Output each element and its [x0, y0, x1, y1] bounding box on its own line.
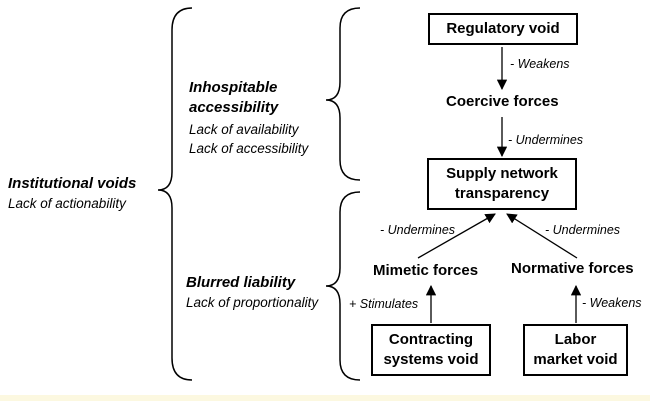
inhospitable-heading-line1: Inhospitable [189, 79, 278, 96]
inhospitable-heading-line2: accessibility [189, 99, 279, 116]
regulatory-void-box: Regulatory void [428, 13, 578, 45]
edge-weakens-text: Weakens [589, 296, 642, 310]
arrow-mimetic-to-transparency [417, 213, 496, 259]
supply-transparency-line2: transparency [454, 185, 550, 202]
institutional-voids-heading: Institutional voids [8, 175, 137, 192]
contracting-systems-void-box: Contracting systems void [371, 324, 491, 376]
edge-label-weakens: - Weakens [510, 55, 570, 73]
supply-transparency-box: Supply network transparency [427, 158, 577, 210]
edge-undermines-text: Undermines [552, 223, 621, 237]
coercive-forces-node: Coercive forces [446, 93, 559, 110]
minus-sign: - [545, 223, 550, 237]
mimetic-forces-node: Mimetic forces [373, 262, 479, 279]
edge-label-undermines-mimetic: - Undermines [380, 221, 455, 239]
normative-forces-node: Normative forces [511, 260, 634, 277]
regulatory-void-label: Regulatory void [446, 20, 560, 37]
supply-transparency-line1: Supply network [446, 165, 558, 182]
edge-label-stimulates: + Stimulates [349, 295, 418, 313]
edge-undermines-text: Undermines [387, 223, 456, 237]
blurred-liability-item: Lack of proportionality [186, 295, 319, 310]
plus-sign: + [349, 297, 357, 311]
minus-sign: - [582, 296, 587, 310]
edge-weakens-text: Weakens [517, 57, 570, 71]
edge-stimulates-text: Stimulates [359, 297, 419, 311]
labor-line1: Labor [554, 331, 597, 348]
minus-sign: - [508, 133, 513, 147]
institutional-voids-subtext: Lack of actionability [8, 196, 126, 211]
brace-inhospitable-accessibility [325, 7, 361, 181]
contracting-line2: systems void [383, 351, 479, 368]
edge-label-weakens-labor: - Weakens [582, 294, 642, 312]
contracting-line1: Contracting [388, 331, 474, 348]
inhospitable-item: Lack of availability [189, 122, 299, 137]
blurred-liability-heading: Blurred liability [186, 274, 296, 291]
minus-sign: - [380, 223, 385, 237]
minus-sign: - [510, 57, 515, 71]
brace-institutional-voids [157, 7, 193, 381]
brace-blurred-liability [325, 191, 361, 381]
labor-market-void-box: Labor market void [523, 324, 628, 376]
inhospitable-item: Lack of accessibility [189, 141, 309, 156]
edge-undermines-text: Undermines [515, 133, 584, 147]
labor-line2: market void [533, 351, 618, 368]
edge-label-undermines-coercive: - Undermines [508, 131, 583, 149]
edge-label-undermines-normative: - Undermines [545, 221, 620, 239]
arrow-normative-to-transparency [506, 213, 578, 259]
